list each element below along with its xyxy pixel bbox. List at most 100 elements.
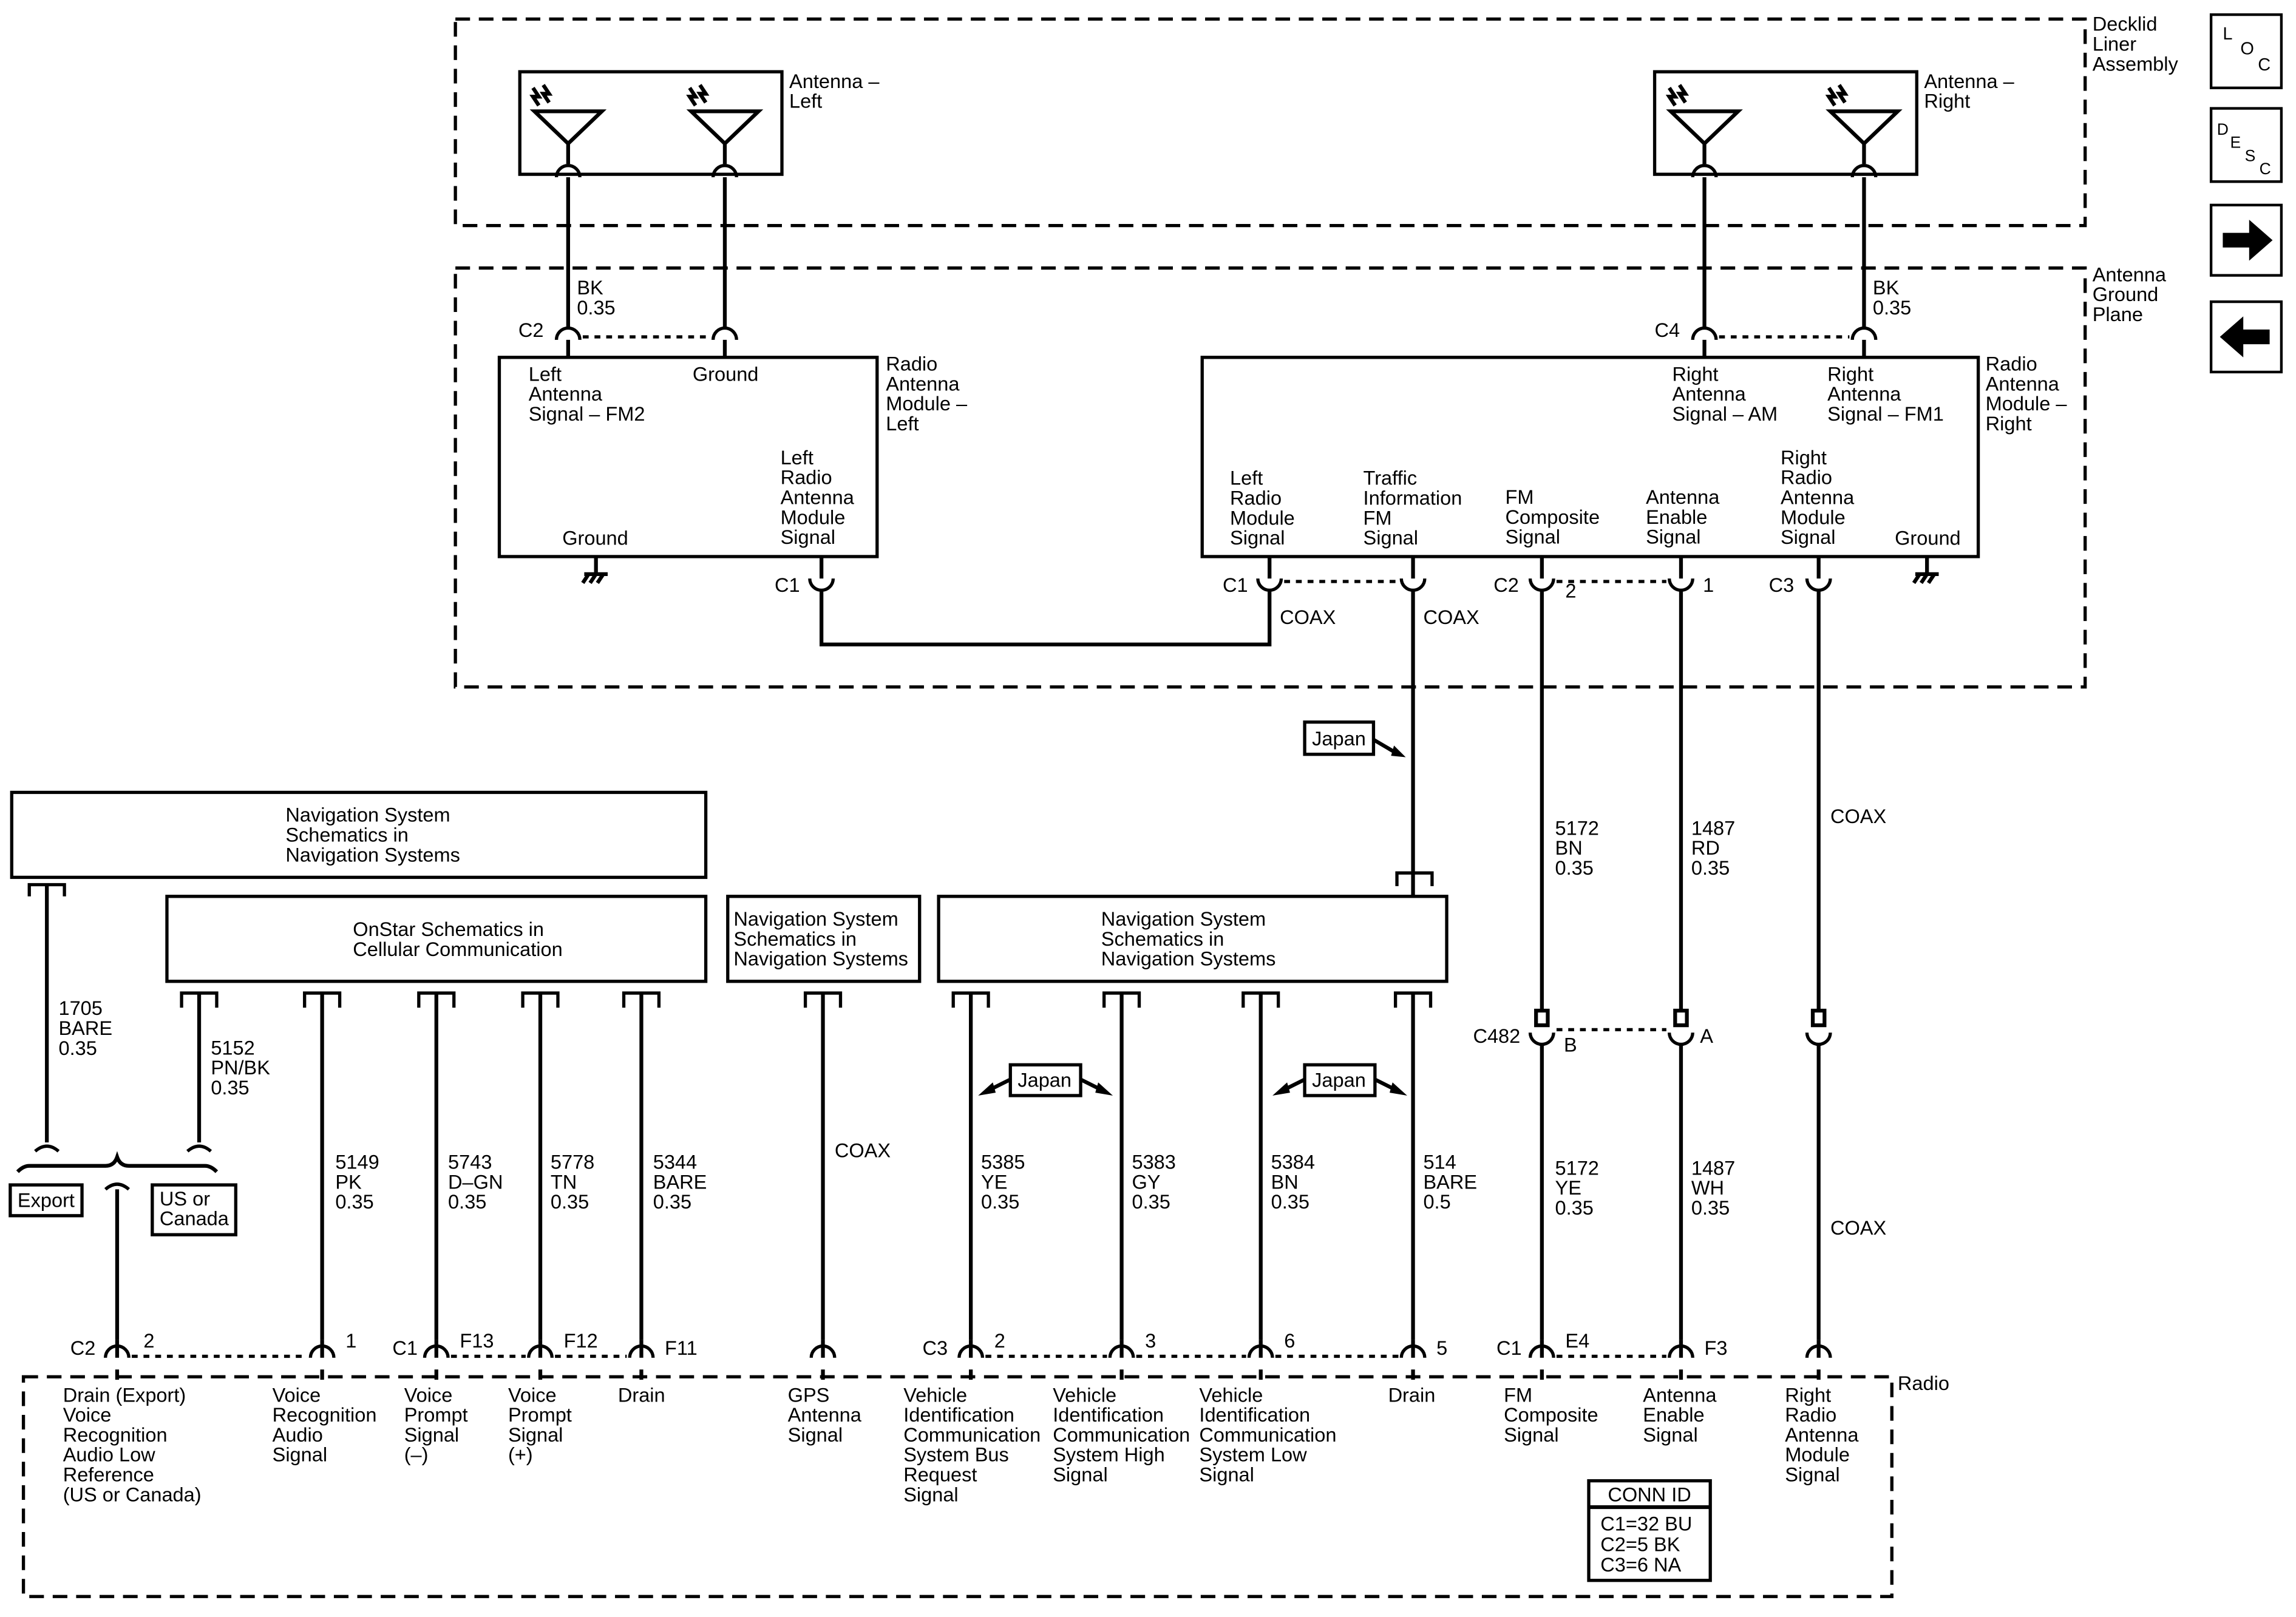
nav-system-ref-gps (726, 895, 922, 983)
svg-text:Export: Export (18, 1189, 75, 1211)
radio-conn-c3-pin6: 6 (1284, 1330, 1295, 1352)
next-page-button[interactable] (2209, 203, 2283, 277)
wire-coax-right2: COAX (1830, 1217, 1887, 1239)
radio-label: Radio (1898, 1372, 1949, 1394)
japan-option-3: Japan (1272, 1063, 1407, 1097)
module-right-ground-label: Ground (1895, 527, 1961, 549)
antenna-element-icon (686, 84, 764, 164)
radio-antenna-module-left (497, 356, 879, 558)
radio-conn-c3: C3 (923, 1337, 948, 1359)
radio-conn-f3: F3 (1705, 1337, 1728, 1359)
connector-pin-b: B (1564, 1034, 1577, 1056)
connector-pin-2: 2 (1565, 580, 1576, 602)
radio-region (21, 1375, 1894, 1598)
radio-conn-c2: C2 (70, 1337, 96, 1359)
desc-button[interactable]: D E S C (2209, 107, 2283, 183)
radio-conn-c3-pin5: 5 (1436, 1337, 1447, 1359)
svg-text:E: E (2230, 134, 2241, 152)
radio-conn-c1: C1 (392, 1337, 418, 1359)
connector-c3-right: C3 (1769, 574, 1795, 596)
radio-antenna-module-right (1200, 356, 1980, 558)
conn-id-c2: C2=5 BK (1600, 1533, 1680, 1555)
conn-id-c1: C1=32 BU (1600, 1513, 1692, 1535)
radio-conn-c2-pin1: 1 (345, 1330, 356, 1352)
svg-text:C: C (2258, 55, 2271, 75)
svg-text:L: L (2223, 24, 2232, 44)
japan-option-2: Japan (978, 1063, 1113, 1097)
radio-conn-c3-pin3: 3 (1145, 1330, 1156, 1352)
svg-text:O: O (2240, 39, 2254, 58)
wire-coax-b: COAX (1423, 606, 1479, 628)
antenna-right-label: Antenna –Right (1924, 70, 2014, 112)
japan-option-1: Japan (1303, 720, 1406, 758)
module-left-ground-bottom: Ground (562, 527, 628, 549)
radio-conn-f13: F13 (460, 1330, 494, 1352)
radio-pin-drain-1: Drain (618, 1384, 665, 1406)
antenna-element-icon (1665, 84, 1743, 164)
arrow-right-icon (2223, 219, 2273, 261)
connector-pin-a: A (1700, 1025, 1713, 1047)
antenna-left-label: Antenna –Left (789, 70, 880, 112)
connector-pin-1: 1 (1703, 574, 1714, 596)
connector-c4-top: C4 (1655, 319, 1680, 341)
radio-conn-e4: E4 (1565, 1330, 1589, 1352)
module-left-ground-top: Ground (693, 363, 759, 385)
connector-c2-top: C2 (518, 319, 544, 341)
ground-symbol-icon (1912, 556, 1939, 585)
svg-text:Japan: Japan (1312, 728, 1366, 750)
connector-c1-right: C1 (1223, 574, 1248, 596)
radio-conn-c3-pin2: 2 (994, 1330, 1005, 1352)
loc-button[interactable]: L O C (2209, 13, 2283, 89)
svg-text:D: D (2217, 120, 2229, 138)
connector-c2-right: C2 (1493, 574, 1519, 596)
svg-text:Japan: Japan (1312, 1069, 1366, 1091)
radio-conn-c1b: C1 (1496, 1337, 1522, 1359)
ground-symbol-icon (581, 556, 608, 585)
onstar-ref-box (165, 895, 708, 983)
radio-conn-f11: F11 (665, 1337, 698, 1359)
radio-pin-drain-2: Drain (1388, 1384, 1436, 1406)
connector-c1-left: C1 (775, 574, 800, 596)
wire-coax-gps: COAX (835, 1139, 891, 1161)
previous-page-button[interactable] (2209, 300, 2283, 374)
antenna-element-icon (529, 84, 607, 164)
antenna-left (518, 70, 784, 176)
connector-c482: C482 (1473, 1025, 1520, 1047)
svg-text:Japan: Japan (1017, 1069, 1072, 1091)
